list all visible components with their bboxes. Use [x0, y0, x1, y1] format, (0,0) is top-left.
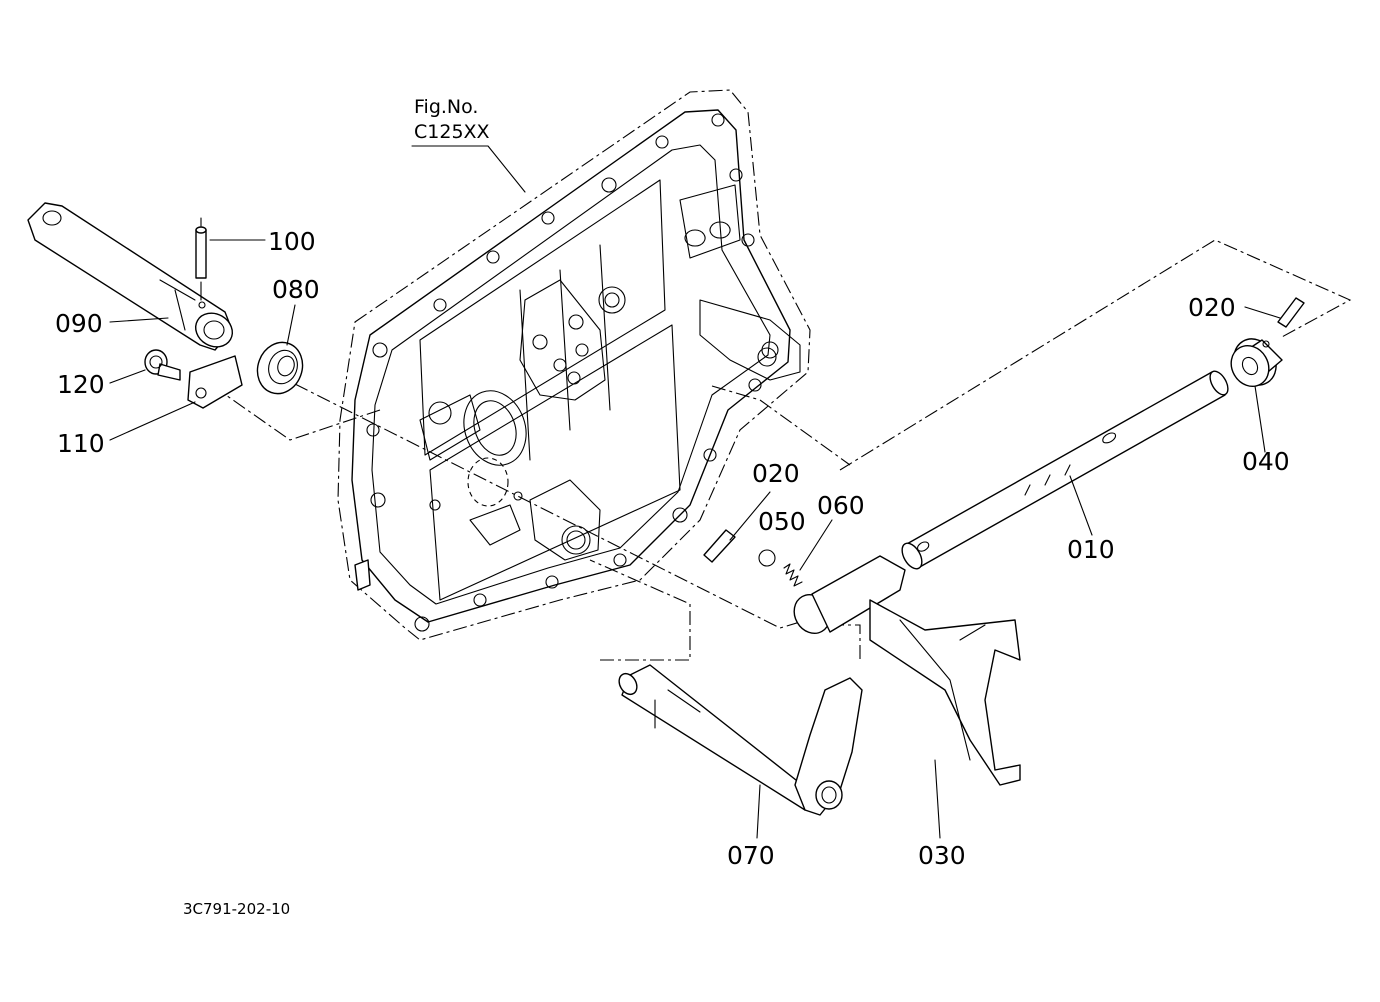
part-020-pin-right: [1277, 297, 1305, 328]
part-030-fork: [793, 555, 1021, 786]
figure-ref-line1: Fig.No.: [414, 96, 478, 118]
label-part-020-center: 020: [752, 459, 800, 488]
label-part-040: 040: [1242, 447, 1290, 476]
label-part-080: 080: [272, 275, 320, 304]
part-120-bolt: [144, 349, 181, 381]
label-part-070: 070: [727, 841, 775, 870]
label-part-030: 030: [918, 841, 966, 870]
part-020-pin-center: [703, 529, 736, 563]
label-part-060: 060: [817, 491, 865, 520]
part-040-collar: [1230, 338, 1283, 387]
housing-cover: [337, 89, 811, 641]
leader-lines: [109, 145, 1281, 839]
part-010-shaft: [901, 370, 1229, 570]
part-090-lever: [27, 202, 233, 351]
part-080-seal: [256, 341, 304, 395]
label-part-120: 120: [57, 370, 105, 399]
label-part-110: 110: [57, 429, 105, 458]
part-110-plate: [187, 355, 243, 409]
label-part-010: 010: [1067, 535, 1115, 564]
label-part-100: 100: [268, 227, 316, 256]
figure-ref-line2: C125XX: [414, 121, 490, 143]
label-part-050: 050: [758, 507, 806, 536]
part-050-ball: [758, 549, 776, 567]
drawing-number: 3C791-202-10: [183, 900, 290, 918]
part-100-pin: [195, 217, 207, 301]
label-part-090: 090: [55, 309, 103, 338]
part-070-rod: [618, 664, 863, 816]
part-060-spring: [783, 563, 803, 587]
label-part-020-right: 020: [1188, 293, 1236, 322]
